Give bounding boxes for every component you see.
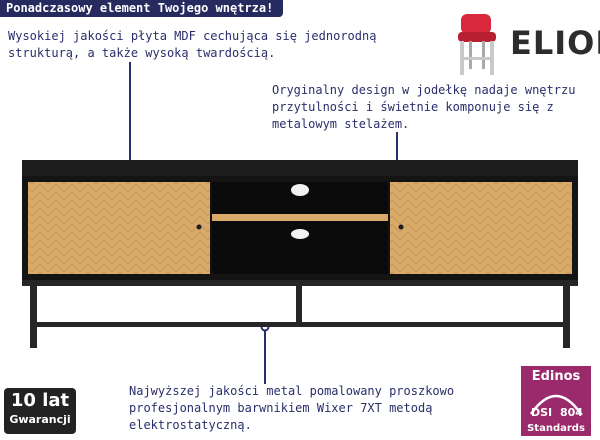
- note-material-line-1: Wysokiej jakości płyta MDF cechująca się…: [8, 29, 377, 43]
- dsi-mark-right: 804: [560, 406, 583, 418]
- frame-leg-left: [30, 284, 37, 348]
- cable-hole-top: [291, 184, 309, 196]
- note-frame-line-2: profesjonalnym barwnikiem Wixer 7XT meto…: [129, 401, 433, 415]
- note-design-line-1: Oryginalny design w jodełkę nadaje wnętr…: [272, 83, 576, 97]
- left-door-knob: [196, 224, 202, 230]
- guarantee-badge: 10 lat Gwarancji: [4, 388, 76, 434]
- guarantee-years: 10 lat: [10, 390, 70, 411]
- left-door: [28, 182, 210, 274]
- note-material: Wysokiej jakości płyta MDF cechująca się…: [8, 28, 376, 62]
- right-door: [390, 182, 572, 274]
- guarantee-label: Gwarancji: [9, 413, 71, 426]
- dsi-mark-left: DSI: [531, 406, 552, 418]
- middle-compartment: [212, 182, 388, 274]
- header-banner: Ponadczasowy element Twojego wnętrza!: [0, 0, 284, 17]
- note-frame-line-1: Najwyższej jakości metal pomalowany pros…: [129, 384, 455, 398]
- right-door-knob: [398, 224, 404, 230]
- note-design: Oryginalny design w jodełkę nadaje wnętr…: [272, 82, 575, 133]
- note-design-line-3: metalowym stelażem.: [272, 117, 410, 131]
- edinos-brand: Edinos: [531, 369, 581, 384]
- note-frame-line-3: elektrostatyczną.: [129, 418, 252, 432]
- edinos-certificate: Edinos DSI 804 Standards: [521, 366, 591, 436]
- frame-leg-middle: [296, 284, 302, 324]
- middle-shelf: [212, 214, 388, 221]
- note-frame: Najwyższej jakości metal pomalowany pros…: [129, 383, 454, 434]
- note-material-line-2: strukturą, a także wysoką twardością.: [8, 46, 276, 60]
- cabinet-top: [22, 160, 578, 178]
- note-design-line-2: przytulności i świetnie komponuje się z: [272, 100, 554, 114]
- edinos-standards: Standards: [527, 423, 585, 434]
- frame-leg-right: [563, 284, 570, 348]
- frame-top-rail: [22, 280, 578, 286]
- dsi-certificate-icon: DSI 804: [529, 394, 583, 418]
- cable-hole-bottom: [291, 229, 309, 239]
- brand-logo-text: ELIOR: [510, 24, 600, 62]
- frame-bottom-rail: [30, 322, 570, 327]
- red-chair-icon: [458, 14, 496, 75]
